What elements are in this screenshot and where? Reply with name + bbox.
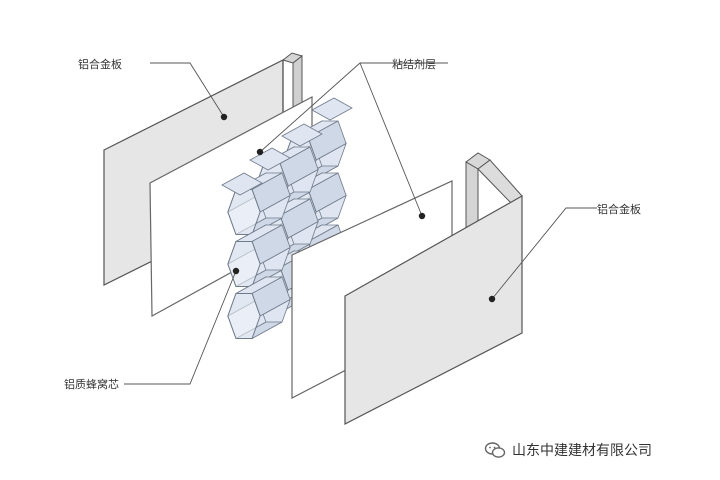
watermark: 山东中建建材有限公司 [484, 440, 652, 460]
dot-adhesive-a [257, 149, 263, 155]
watermark-text: 山东中建建材有限公司 [512, 440, 652, 460]
wechat-icon [484, 441, 506, 459]
dot-core [233, 268, 239, 274]
dot-top-left [221, 114, 227, 120]
right-plate-return [478, 160, 522, 204]
label-adhesive-layer: 粘结剂层 [392, 56, 436, 72]
left-plate-fold-side [293, 56, 302, 110]
label-top-left-plate: 铝合金板 [78, 56, 122, 72]
label-right-plate: 铝合金板 [597, 201, 641, 217]
honeycomb-top-flap-4 [312, 98, 352, 120]
dot-right [489, 296, 495, 302]
leader-adhesive-b [360, 63, 422, 216]
dot-adhesive-b [419, 213, 425, 219]
label-honeycomb-core: 铝质蜂窝芯 [64, 376, 119, 392]
